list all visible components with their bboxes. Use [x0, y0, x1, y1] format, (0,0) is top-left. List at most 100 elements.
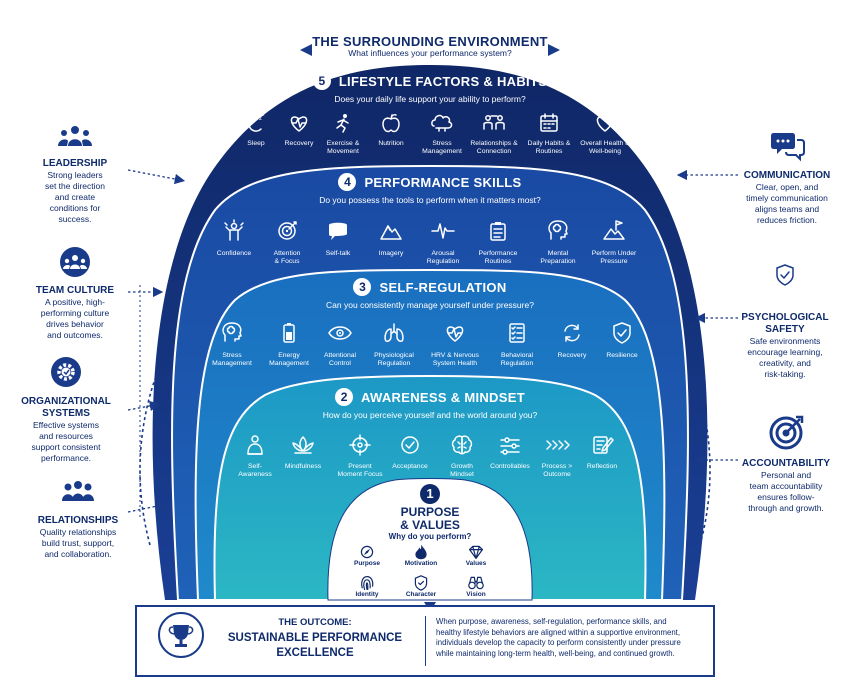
layer-5-heading: 5 LIFESTYLE FACTORS & HABITS [230, 72, 630, 90]
outcome-description: When purpose, awareness, self-regulation… [436, 617, 711, 659]
check-circle-icon [401, 436, 419, 454]
layer-2-number-badge: 2 [335, 388, 354, 406]
outcome-divider [425, 616, 426, 666]
confident-person-icon [224, 219, 244, 241]
compass-icon [360, 545, 374, 559]
factor-text: Personal and [760, 470, 812, 480]
factor-text: encourage learning, [747, 347, 823, 357]
core-shape [327, 478, 533, 601]
left-connectors [127, 169, 186, 513]
layer-5-item-label: Daily Habits &Routines [528, 140, 571, 155]
factor-title: SAFETY [765, 324, 805, 335]
layer-2-item-label: Controllables [490, 463, 530, 470]
svg-text:z: z [259, 116, 262, 122]
relationships-group-icon [62, 481, 94, 501]
core-item-label: Purpose [353, 560, 380, 567]
lungs-icon [384, 323, 404, 342]
outcome-title-line1: SUSTAINABLE PERFORMANCE [227, 632, 403, 644]
factor-text: performance. [40, 453, 92, 463]
layer-5-title: LIFESTYLE FACTORS & HABITS [338, 73, 548, 89]
svg-text:z: z [262, 112, 265, 118]
layer-5-item-label: Exercise &Movement [327, 140, 360, 155]
checklist-icon [509, 323, 525, 343]
outcome-label: THE OUTCOME: [278, 617, 352, 628]
factor-text: risk-taking. [764, 369, 806, 379]
environment-ring-arrow-left [300, 44, 312, 56]
factor-text: and resources [39, 431, 93, 441]
head-brain-icon [222, 322, 242, 342]
layer-2-title: AWARENESS & MINDSET [361, 389, 525, 405]
factor-title: ORGANIZATIONAL [21, 396, 111, 407]
shield-star-icon [414, 575, 428, 591]
core-number: 1 [426, 486, 434, 501]
sliders-icon [500, 437, 520, 455]
layer-2-question: How do you perceive yourself and the wor… [322, 410, 538, 420]
trophy-icon [168, 625, 194, 647]
factor-title: RELATIONSHIPS [37, 515, 119, 526]
layer-2-item-label: Reflection [587, 463, 617, 470]
layer-3-title: SELF-REGULATION [379, 279, 507, 295]
layer-3-item-label: Resilience [606, 352, 638, 359]
calendar-icon [540, 113, 558, 132]
factor-text: conditions for [49, 203, 101, 213]
crosshair-icon [349, 434, 371, 456]
runner-icon [336, 114, 349, 133]
layer-5-item-label: Nutrition [378, 140, 404, 147]
head-brain-icon [548, 220, 568, 240]
core-item-label: Values [465, 560, 487, 567]
layer-5-question: Does your daily life support your abilit… [334, 94, 526, 104]
layer-4-item-label: Confidence [217, 250, 252, 257]
factor-text: drives behavior [46, 319, 104, 329]
brain-cloud-icon [431, 114, 453, 132]
factor-text: and outcomes. [47, 330, 103, 340]
summit-flag-icon [603, 220, 625, 240]
layer-3-item-label: Recovery [558, 352, 587, 359]
core-item-label: Identity [355, 591, 379, 598]
core-title-line2: & VALUES [400, 518, 460, 532]
factor-text: success. [58, 214, 92, 224]
factor-text: ensures follow- [757, 492, 815, 502]
heart-pulse-icon [290, 116, 308, 132]
leadership-group-icon [58, 126, 92, 146]
layer-2-item-label: Acceptance [392, 463, 428, 470]
layer-3-question: Can you consistently manage yourself und… [326, 300, 534, 310]
layer-3-number-badge: 3 [353, 278, 372, 296]
layer-5-number-badge: 5 [312, 72, 331, 90]
factor-title: COMMUNICATION [743, 170, 831, 181]
core-question: Why do you perform? [388, 532, 472, 541]
target-arrow-icon [769, 415, 804, 450]
factor-text: support consistent [31, 442, 101, 452]
target-icon [278, 221, 297, 240]
person-icon [247, 435, 263, 455]
core-item-label: Motivation [404, 560, 438, 567]
layer-4-item-label: Attention& Focus [274, 250, 301, 265]
factor-text: through and growth. [748, 503, 824, 513]
factor-text: creativity, and [759, 358, 811, 368]
diamond-icon [468, 545, 484, 560]
factor-title: SYSTEMS [42, 408, 90, 419]
brain-icon [451, 435, 473, 455]
layer-5-item-label: Recovery [285, 140, 314, 147]
factor-text: Strong leaders [47, 170, 103, 180]
factor-text: Effective systems [33, 420, 99, 430]
recycle-arrows-icon [564, 324, 580, 342]
factor-text: build trust, support, [41, 538, 115, 548]
layer-2-heading: 2 AWARENESS & MINDSET [230, 388, 630, 406]
